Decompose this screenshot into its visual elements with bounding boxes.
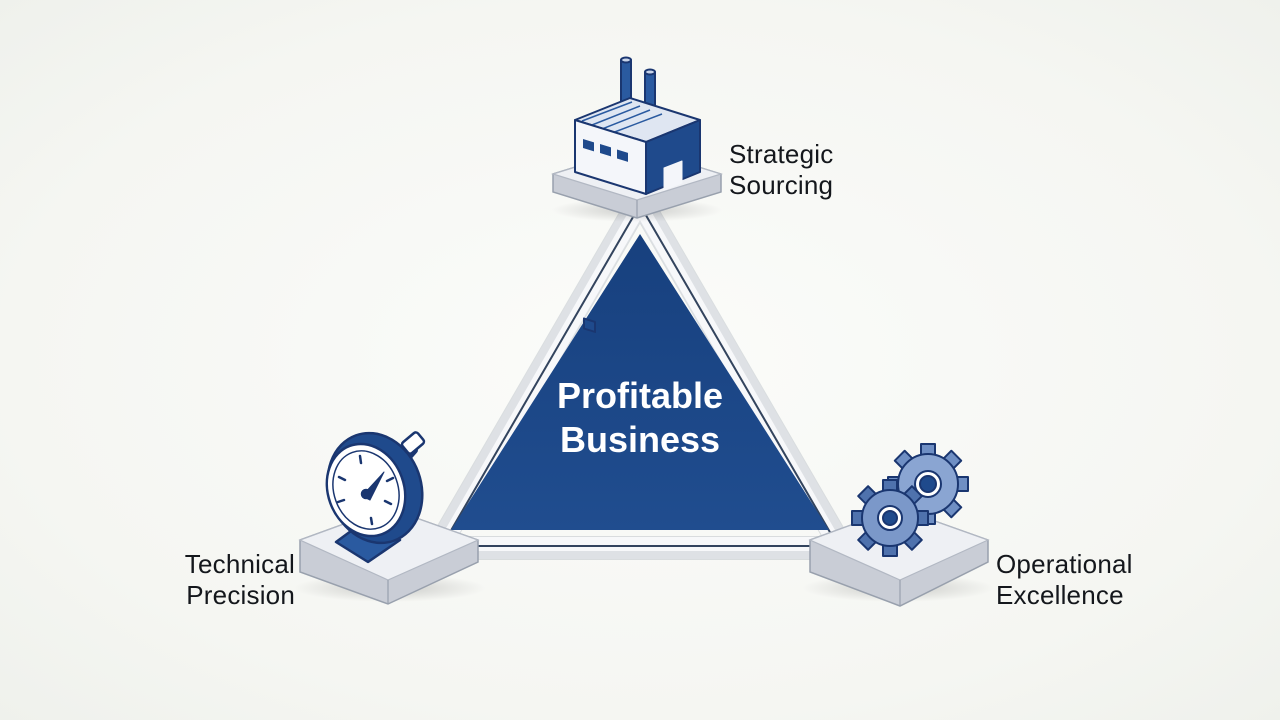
strategic-sourcing-line1: Strategic: [729, 139, 834, 169]
gauge-icon: [325, 431, 426, 564]
factory-icon: [574, 56, 701, 333]
center-label-line1: Profitable: [556, 375, 724, 416]
node-technical-precision: [294, 431, 486, 605]
strategic-sourcing-label: Strategic Sourcing: [729, 139, 833, 201]
strategic-sourcing-line2: Sourcing: [729, 170, 834, 200]
profitable-business-triangle: [451, 234, 829, 530]
center-label-line2: Business: [559, 419, 721, 460]
technical-precision-line2: Precision: [186, 580, 295, 610]
node-strategic-sourcing: [550, 56, 724, 333]
triangle-frame: [426, 188, 854, 560]
technical-precision-label: Technical Precision: [120, 549, 295, 611]
operational-excellence-label: Operational Excellence: [996, 549, 1133, 611]
operational-excellence-line2: Excellence: [996, 580, 1124, 610]
gears-icon: [851, 443, 969, 557]
operational-excellence-line1: Operational: [996, 549, 1133, 579]
node-operational-excellence: [802, 443, 994, 607]
center-label: Profitable Business: [490, 374, 790, 462]
technical-precision-line1: Technical: [184, 549, 295, 579]
